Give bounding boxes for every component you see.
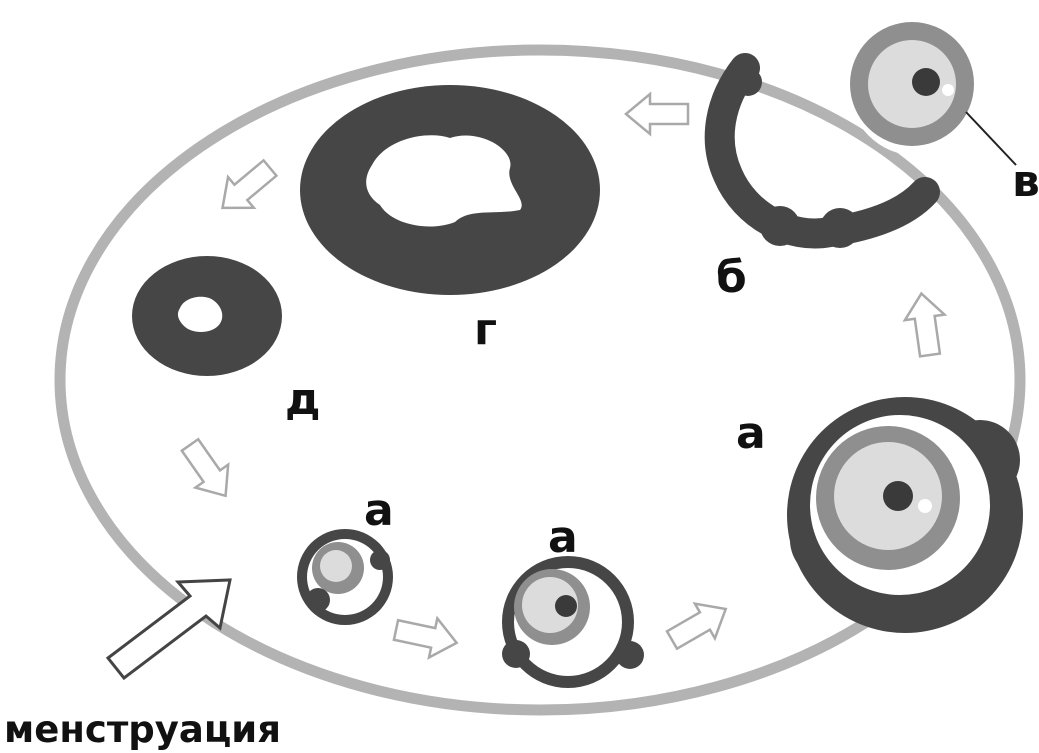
label-b: б: [716, 252, 747, 303]
corpus-albicans: [132, 256, 282, 376]
label-v: в: [1012, 156, 1039, 207]
flow-arrow-1: [392, 610, 461, 662]
caption-menstruation: менструация: [4, 708, 281, 751]
flow-arrow-4: [626, 94, 688, 134]
follicle-secondary: [502, 556, 644, 688]
flow-arrow-5: [210, 153, 283, 223]
label-a-medium: а: [548, 512, 578, 563]
flow-arrow-2: [662, 592, 736, 658]
flow-arrow-3: [902, 291, 950, 358]
label-d: д: [285, 374, 321, 425]
corpus-luteum: [300, 85, 600, 295]
follicle-mature: [787, 397, 1023, 633]
flow-arrow-6: [174, 434, 242, 508]
label-a-large: а: [736, 408, 766, 459]
follicle-primary: [297, 529, 393, 625]
label-g: г: [474, 304, 497, 355]
label-a-small: а: [364, 485, 394, 536]
